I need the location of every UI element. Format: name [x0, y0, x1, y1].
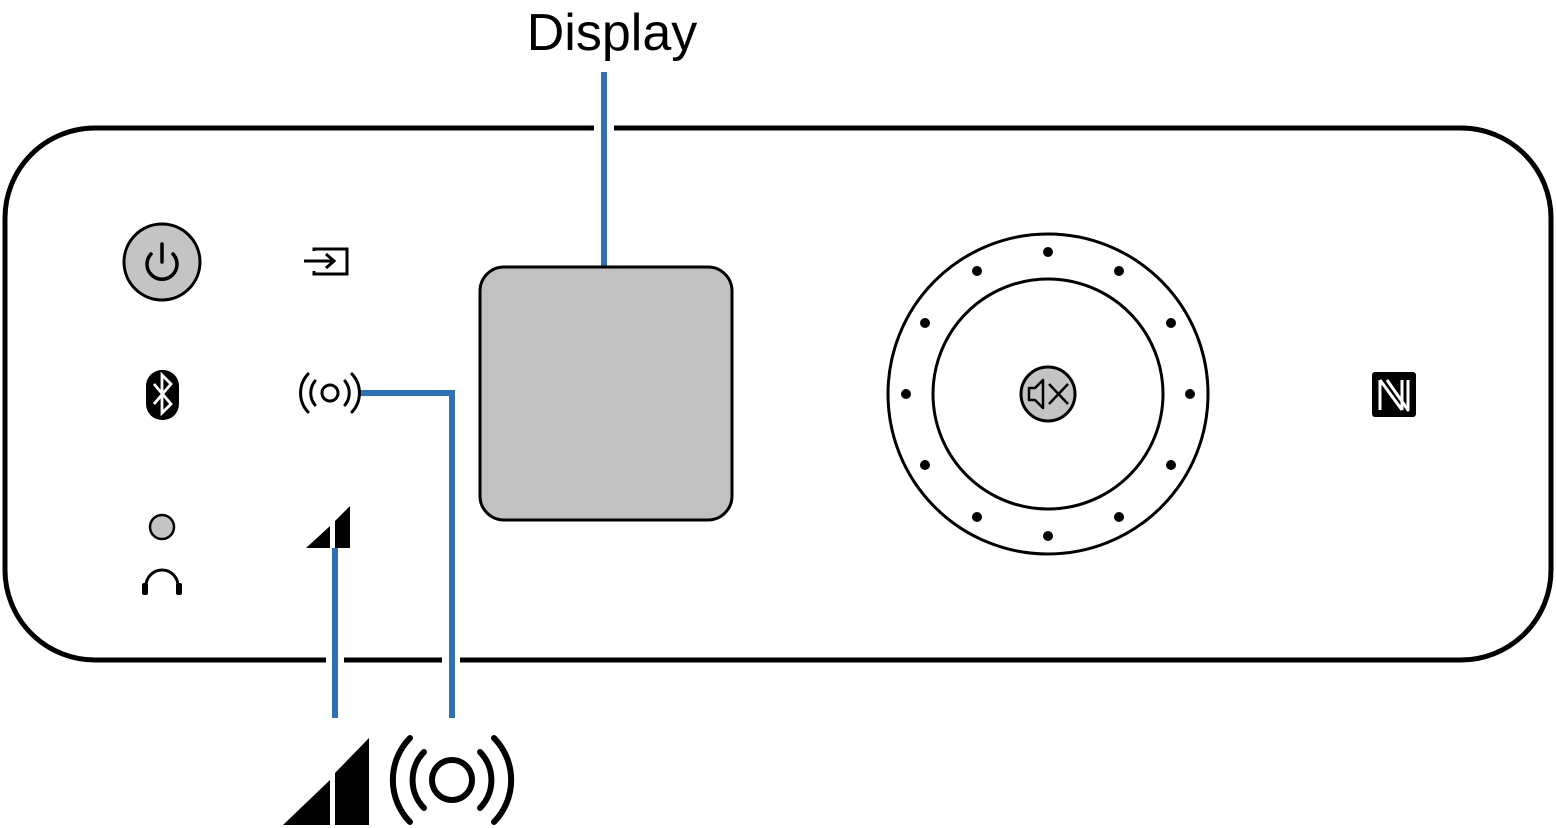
bluetooth-icon[interactable] — [146, 370, 179, 420]
nfc-icon — [1372, 372, 1416, 417]
power-button[interactable] — [122, 222, 202, 302]
mute-button[interactable] — [1019, 365, 1077, 423]
input-source-icon[interactable] — [304, 247, 349, 276]
dial-dots — [901, 247, 1195, 541]
signal-strength-icon-enlarged — [283, 738, 369, 825]
mute-icon — [1027, 378, 1069, 410]
display-label: Display — [527, 4, 698, 62]
headphone-jack[interactable] — [142, 513, 182, 595]
network-wireless-icon-enlarged — [389, 735, 515, 825]
power-icon — [145, 242, 179, 281]
network-wireless-icon[interactable] — [299, 372, 361, 414]
device-panel-outline — [2, 125, 1554, 663]
headphone-icon — [142, 568, 182, 595]
signal-strength-icon[interactable] — [306, 506, 350, 548]
display-screen — [478, 265, 734, 522]
headphone-jack-hole — [148, 513, 176, 541]
network-callout-line — [358, 390, 455, 718]
